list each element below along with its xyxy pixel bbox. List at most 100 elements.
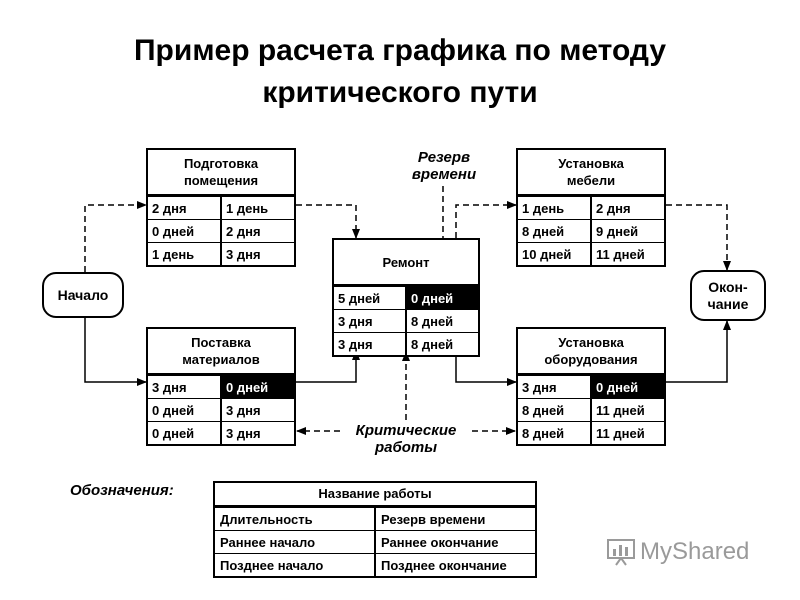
row-early: 8 дней 11 дней bbox=[518, 398, 664, 421]
work-title-line-1: Подготовка bbox=[183, 156, 259, 171]
late-start-cell: 3 дня bbox=[338, 336, 373, 352]
legend-cell: Позднее начало bbox=[220, 557, 324, 573]
legend-cell: Раннее окончание bbox=[374, 531, 535, 553]
row-late: 3 дня 8 дней bbox=[334, 332, 478, 355]
duration-cell: 5 дней bbox=[338, 290, 381, 306]
work-title-line-1: Установка bbox=[558, 156, 624, 171]
legend-cell: Раннее начало bbox=[220, 534, 316, 550]
work-title-line-2: мебели bbox=[566, 173, 616, 188]
duration-cell: 3 дня bbox=[152, 379, 187, 395]
row-early: 3 дня 8 дней bbox=[334, 309, 478, 332]
row-early: 0 дней 3 дня bbox=[148, 398, 294, 421]
arrow-repair-to-equipment bbox=[455, 351, 517, 386]
early-start-cell: 0 дней bbox=[152, 402, 195, 418]
work-repair: Ремонт 5 дней 0 дней 3 дня 8 дней 3 дня … bbox=[332, 238, 480, 357]
slack-annotation-line-2: времени bbox=[411, 166, 477, 183]
early-start-cell: 8 дней bbox=[522, 402, 565, 418]
row-duration-slack: 3 дня 0 дней bbox=[148, 375, 294, 398]
duration-cell: 3 дня bbox=[522, 379, 557, 395]
critical-annotation-line-1: Критические bbox=[355, 422, 457, 439]
arrow-start-to-room-prep bbox=[84, 201, 147, 272]
legend-row: Длительность Резерв времени bbox=[215, 507, 535, 530]
early-start-cell: 0 дней bbox=[152, 223, 195, 239]
work-title-line-1: Ремонт bbox=[382, 254, 430, 270]
start-node-label: Начало bbox=[57, 286, 109, 303]
legend-row: Раннее начало Раннее окончание bbox=[215, 530, 535, 553]
legend-cell: Позднее окончание bbox=[374, 554, 535, 576]
early-finish-cell: 2 дня bbox=[220, 220, 294, 242]
slack-cell: 1 день bbox=[220, 197, 294, 219]
early-finish-cell: 9 дней bbox=[590, 220, 664, 242]
slack-annotation-line-1: Резерв bbox=[417, 149, 471, 166]
row-duration-slack: 5 дней 0 дней bbox=[334, 286, 478, 309]
work-title-line-2: материалов bbox=[182, 352, 260, 367]
early-finish-cell: 11 дней bbox=[590, 399, 664, 421]
late-finish-cell: 3 дня bbox=[220, 243, 294, 265]
end-node-label-line-2: чание bbox=[707, 295, 749, 312]
chart-logo-icon bbox=[607, 539, 635, 566]
work-title: Установка мебели bbox=[518, 150, 664, 196]
end-node: Окон- чание bbox=[690, 270, 766, 321]
slack-cell-critical: 0 дней bbox=[590, 376, 664, 398]
row-early: 8 дней 9 дней bbox=[518, 219, 664, 242]
late-start-cell: 1 день bbox=[152, 246, 195, 262]
late-start-cell: 0 дней bbox=[152, 425, 195, 441]
title-line-2: критического пути bbox=[262, 76, 538, 109]
late-finish-cell: 8 дней bbox=[405, 333, 478, 355]
early-start-cell: 8 дней bbox=[522, 223, 565, 239]
critical-annotation-line-2: работы bbox=[374, 439, 438, 456]
work-title-line-2: оборудования bbox=[544, 352, 638, 367]
work-title-line-1: Поставка bbox=[191, 335, 251, 350]
early-finish-cell: 8 дней bbox=[405, 310, 478, 332]
slack-cell: 2 дня bbox=[590, 197, 664, 219]
work-title: Подготовка помещения bbox=[148, 150, 294, 196]
early-finish-cell: 3 дня bbox=[220, 399, 294, 421]
work-materials: Поставка материалов 3 дня 0 дней 0 дней … bbox=[146, 327, 296, 446]
row-late: 10 дней 11 дней bbox=[518, 242, 664, 265]
arrow-room-prep-to-repair bbox=[296, 204, 360, 239]
row-late: 1 день 3 дня bbox=[148, 242, 294, 265]
end-node-label-line-1: Окон- bbox=[708, 278, 748, 295]
title-line-1: Пример расчета графика по методу bbox=[133, 34, 667, 67]
arrow-repair-to-furniture bbox=[455, 201, 517, 238]
late-start-cell: 10 дней bbox=[522, 246, 572, 262]
work-title: Ремонт bbox=[334, 240, 478, 286]
arrow-materials-to-repair bbox=[296, 350, 360, 383]
start-node: Начало bbox=[42, 272, 124, 318]
legend-label: Обозначения: bbox=[70, 482, 174, 499]
row-duration-slack: 2 дня 1 день bbox=[148, 196, 294, 219]
watermark-text: MyShared bbox=[640, 538, 750, 565]
slack-annotation: Резерв времени bbox=[398, 149, 490, 183]
arrow-furniture-to-end bbox=[666, 204, 731, 271]
duration-cell: 2 дня bbox=[152, 200, 187, 216]
row-duration-slack: 3 дня 0 дней bbox=[518, 375, 664, 398]
duration-cell: 1 день bbox=[522, 200, 565, 216]
legend-cell: Резерв времени bbox=[374, 508, 535, 530]
row-late: 8 дней 11 дней bbox=[518, 421, 664, 444]
late-start-cell: 8 дней bbox=[522, 425, 565, 441]
late-finish-cell: 3 дня bbox=[220, 422, 294, 444]
work-equipment: Установка оборудования 3 дня 0 дней 8 дн… bbox=[516, 327, 666, 446]
critical-annotation: Критические работы bbox=[338, 422, 474, 456]
row-early: 0 дней 2 дня bbox=[148, 219, 294, 242]
work-room-prep: Подготовка помещения 2 дня 1 день 0 дней… bbox=[146, 148, 296, 267]
work-title: Поставка материалов bbox=[148, 329, 294, 375]
arrow-equipment-to-end bbox=[666, 320, 731, 383]
legend-cell: Длительность bbox=[220, 511, 313, 527]
watermark: MyShared bbox=[606, 538, 749, 566]
late-finish-cell: 11 дней bbox=[590, 422, 664, 444]
work-title-line-1: Установка bbox=[558, 335, 624, 350]
row-late: 0 дней 3 дня bbox=[148, 421, 294, 444]
late-finish-cell: 11 дней bbox=[590, 243, 664, 265]
slack-cell-critical: 0 дней bbox=[405, 287, 478, 309]
early-start-cell: 3 дня bbox=[338, 313, 373, 329]
legend-table: Название работы Длительность Резерв врем… bbox=[213, 481, 537, 578]
legend-row: Позднее начало Позднее окончание bbox=[215, 553, 535, 576]
work-title-line-2: помещения bbox=[183, 173, 259, 188]
slack-cell-critical: 0 дней bbox=[220, 376, 294, 398]
legend-header: Название работы bbox=[215, 483, 535, 507]
page-title: Пример расчета графика по методу критиче… bbox=[0, 30, 800, 114]
work-title: Установка оборудования bbox=[518, 329, 664, 375]
arrow-start-to-materials bbox=[84, 318, 147, 386]
row-duration-slack: 1 день 2 дня bbox=[518, 196, 664, 219]
